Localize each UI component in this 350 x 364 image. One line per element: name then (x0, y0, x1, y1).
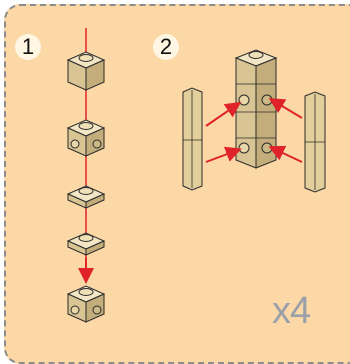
arrow-left-lower (205, 146, 242, 163)
tile-vertical-right (304, 91, 326, 193)
plate-1x1-a (66, 185, 106, 209)
step-number-1-label: 1 (21, 34, 35, 59)
brick-1x1-side-studs-1 (66, 119, 106, 157)
arrow-right-lower (268, 145, 303, 163)
quantity-multiplier: x4 (272, 290, 311, 332)
plate-1x1-b (66, 232, 106, 256)
central-brick-stack (234, 49, 278, 169)
brick-1x1-top (66, 51, 106, 91)
arrow-right-upper (268, 97, 303, 119)
step-number-2-label: 2 (159, 34, 173, 59)
tile-vertical-left (182, 87, 203, 191)
step-number-2: 2 (153, 34, 179, 60)
step-number-1: 1 (15, 34, 41, 60)
arrow-left-upper (205, 101, 242, 127)
brick-1x1-side-studs-2 (66, 285, 106, 323)
build-illustration (66, 28, 326, 323)
instruction-panel (4, 4, 350, 364)
